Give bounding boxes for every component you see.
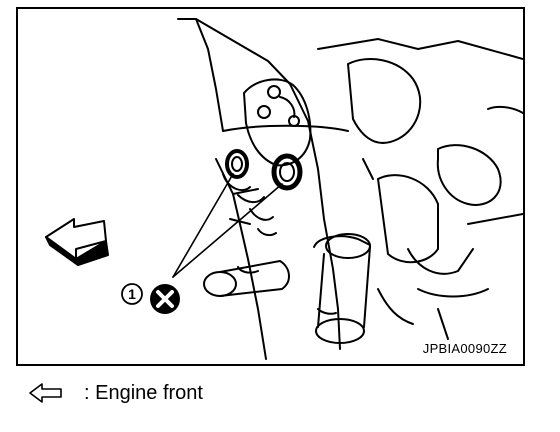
engine-front-arrow xyxy=(45,218,109,266)
mounting-plate xyxy=(243,78,312,167)
fitting-details xyxy=(222,173,277,237)
engine-illustration: 1 xyxy=(45,18,523,360)
callout-number-1: 1 xyxy=(121,283,143,305)
engine-block-left xyxy=(177,18,349,360)
o-ring-lower xyxy=(271,153,303,191)
engine-block-right xyxy=(317,38,523,340)
vertical-pipe xyxy=(313,233,371,344)
hollow-arrow-left-icon xyxy=(29,383,62,403)
callout-number-label: 1 xyxy=(128,286,136,302)
callout-leaders xyxy=(172,173,283,278)
illustration-frame: 1 JPBIA0090ZZ xyxy=(16,7,525,366)
do-not-reuse-icon xyxy=(150,284,180,314)
horizontal-pipe xyxy=(203,260,290,297)
image-code-label: JPBIA0090ZZ xyxy=(422,341,507,356)
legend: : Engine front xyxy=(28,378,203,408)
o-ring-upper xyxy=(225,149,249,179)
legend-label: : Engine front xyxy=(84,381,203,404)
